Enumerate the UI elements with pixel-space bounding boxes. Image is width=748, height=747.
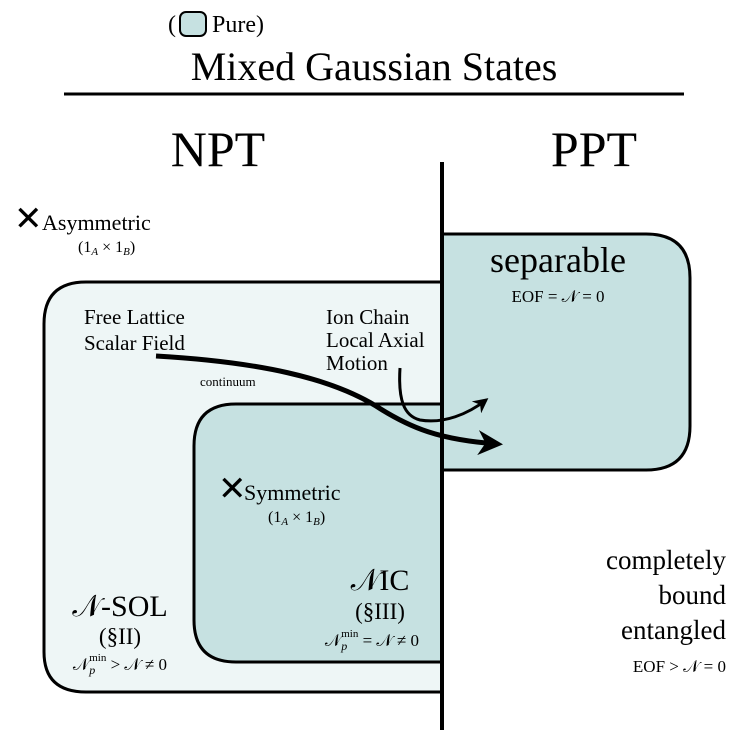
symmetric-mode-label: (1A × 1B) [268,509,325,528]
pure-legend-swatch [179,11,207,37]
asymmetric-x-icon: ✕ [14,201,43,238]
free-lattice-line2: Scalar Field [84,331,185,355]
free-lattice-line1: Free Lattice [84,305,185,329]
separable-condition: EOF = 𝒩 = 0 [511,287,604,306]
ion-chain-arrow [398,367,489,423]
symmetric-x-icon: ✕ [218,471,247,508]
npt-heading: NPT [171,121,265,177]
nsol-label: 𝒩-SOL [72,590,167,623]
separable-label: separable [490,240,626,280]
legend-pure-label: Pure) [212,12,264,38]
bound-line1: completely [606,545,726,575]
continuum-arrow [155,353,503,456]
ppt-heading: PPT [551,121,637,177]
legend-open-paren: ( [168,12,176,38]
symmetric-label: Symmetric [244,480,341,505]
diagram-title: Mixed Gaussian States [191,44,558,89]
asymmetric-label: Asymmetric [42,210,151,235]
nsol-section: (§II) [99,624,141,649]
symmetric-nic-region [192,402,444,664]
bound-condition: EOF > 𝒩 = 0 [633,657,726,676]
nic-condition: 𝒩pmin = 𝒩 ≠ 0 [325,628,419,653]
bound-line2: bound [659,580,727,610]
continuum-label: continuum [200,374,256,389]
ion-chain-line2: Local Axial [326,328,425,352]
asymmetric-mode-label: (1A × 1B) [78,239,135,258]
ion-chain-line1: Ion Chain [326,305,410,329]
nic-section: (§III) [355,599,405,624]
nsol-condition: 𝒩pmin > 𝒩 ≠ 0 [73,652,167,677]
separable-region [440,232,692,472]
ion-chain-line3: Motion [326,351,388,375]
bound-line3: entangled [621,615,726,645]
nic-label: 𝒩IC [351,564,410,597]
